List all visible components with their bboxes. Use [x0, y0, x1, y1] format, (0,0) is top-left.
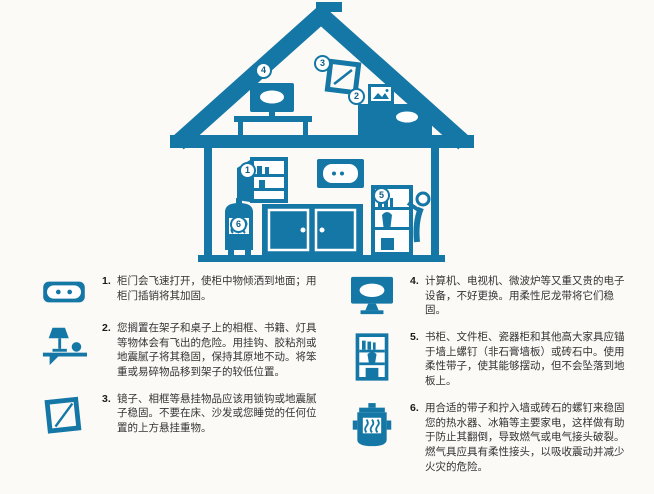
- item-text: 用合适的带子和拧入墙或砖石的螺钉来稳固您的热水器、冰箱等主要家电，这样做有助于防…: [425, 401, 625, 473]
- water-heater-icon: [342, 401, 402, 450]
- diagram-marker-4: 4: [255, 62, 272, 79]
- legend: 1. 柜门会飞速打开，使柜中物倾洒到地面；用柜门插销将其加固。: [0, 270, 654, 494]
- power-strip-icon: [34, 274, 94, 309]
- ground-line: [198, 255, 445, 262]
- house-illustration: [170, 2, 474, 262]
- list-item-1: 1. 柜门会飞速打开，使柜中物倾洒到地面；用柜门插销将其加固。: [34, 274, 326, 309]
- photo-frame: [368, 84, 394, 104]
- diagram-marker-6: 6: [230, 216, 247, 233]
- house-diagram: 1 2 3 4 5 6: [170, 2, 474, 262]
- item-number: 4.: [410, 275, 419, 287]
- item-text: 柜门会飞速打开，使柜中物倾洒到地面；用柜门插销将其加固。: [117, 275, 317, 302]
- computer-monitor-icon: [342, 274, 402, 317]
- person-figure: [406, 191, 431, 243]
- wall-tv: [317, 159, 364, 188]
- bookshelf-icon: [342, 330, 402, 383]
- list-item-body: 1. 柜门会飞速打开，使柜中物倾洒到地面；用柜门插销将其加固。: [102, 274, 326, 303]
- list-item-body: 6. 用合适的带子和拧入墙或砖石的螺钉来稳固您的热水器、冰箱等主要家电，这样做有…: [410, 401, 634, 474]
- item-text: 镜子、相框等悬挂物品应该用锁钩或地震腻子稳固。不要在床、沙发或您睡觉的任何位置的…: [117, 392, 317, 435]
- shelf-lamp-icon: [34, 321, 94, 368]
- list-item-2: 2. 您搁置在架子和桌子上的相框、书籍、灯具等物体会有飞出的危险。用挂钩、胶粘剂…: [34, 321, 326, 380]
- list-item-body: 4. 计算机、电视机、微波炉等又重又贵的电子设备，不好更换。用柔性尼龙带将它们稳…: [410, 274, 634, 318]
- right-wall: [431, 148, 439, 258]
- dresser: [358, 104, 432, 135]
- picture-frame-icon: [34, 392, 94, 439]
- list-item-4: 4. 计算机、电视机、微波炉等又重又贵的电子设备，不好更换。用柔性尼龙带将它们稳…: [342, 274, 634, 318]
- attic-floor: [170, 135, 474, 148]
- sideboard: [262, 204, 363, 256]
- list-item-body: 5. 书柜、文件柜、瓷器柜和其他高大家具应锚于墙上螺钉（非石膏墙板）或砖石中。使…: [410, 330, 634, 389]
- item-text: 您搁置在架子和桌子上的相框、书籍、灯具等物体会有飞出的危险。用挂钩、胶粘剂或地震…: [117, 322, 317, 379]
- item-number: 2.: [102, 322, 111, 334]
- list-item-body: 3. 镜子、相框等悬挂物品应该用锁钩或地震腻子稳固。不要在床、沙发或您睡觉的任何…: [102, 392, 326, 436]
- roof: [172, 3, 470, 150]
- item-number: 3.: [102, 392, 111, 405]
- list-item-6: 6. 用合适的带子和拧入墙或砖石的螺钉来稳固您的热水器、冰箱等主要家电，这样做有…: [342, 401, 634, 474]
- list-item-body: 2. 您搁置在架子和桌子上的相框、书籍、灯具等物体会有飞出的危险。用挂钩、胶粘剂…: [102, 321, 326, 380]
- left-wall: [204, 148, 212, 258]
- item-text: 书柜、文件柜、瓷器柜和其他高大家具应锚于墙上螺钉（非石膏墙板）或砖石中。使用柔性…: [425, 331, 625, 388]
- computer-desk: [234, 83, 312, 135]
- list-item-3: 3. 镜子、相框等悬挂物品应该用锁钩或地震腻子稳固。不要在床、沙发或您睡觉的任何…: [34, 392, 326, 439]
- diagram-marker-2: 2: [348, 88, 365, 105]
- item-number: 5.: [410, 331, 419, 344]
- tilted-wall-frame: [324, 58, 362, 96]
- legend-column-right: 4. 计算机、电视机、微波炉等又重又贵的电子设备，不好更换。用柔性尼龙带将它们稳…: [342, 274, 634, 494]
- item-number: 6.: [410, 401, 419, 414]
- item-text: 计算机、电视机、微波炉等又重又贵的电子设备，不好更换。用柔性尼龙带将它们稳固。: [425, 275, 625, 317]
- list-item-5: 5. 书柜、文件柜、瓷器柜和其他高大家具应锚于墙上螺钉（非石膏墙板）或砖石中。使…: [342, 330, 634, 389]
- diagram-marker-5: 5: [373, 187, 390, 204]
- diagram-marker-3: 3: [314, 55, 331, 72]
- item-number: 1.: [102, 275, 111, 287]
- diagram-marker-1: 1: [239, 162, 256, 179]
- legend-column-left: 1. 柜门会飞速打开，使柜中物倾洒到地面；用柜门插销将其加固。: [34, 274, 326, 494]
